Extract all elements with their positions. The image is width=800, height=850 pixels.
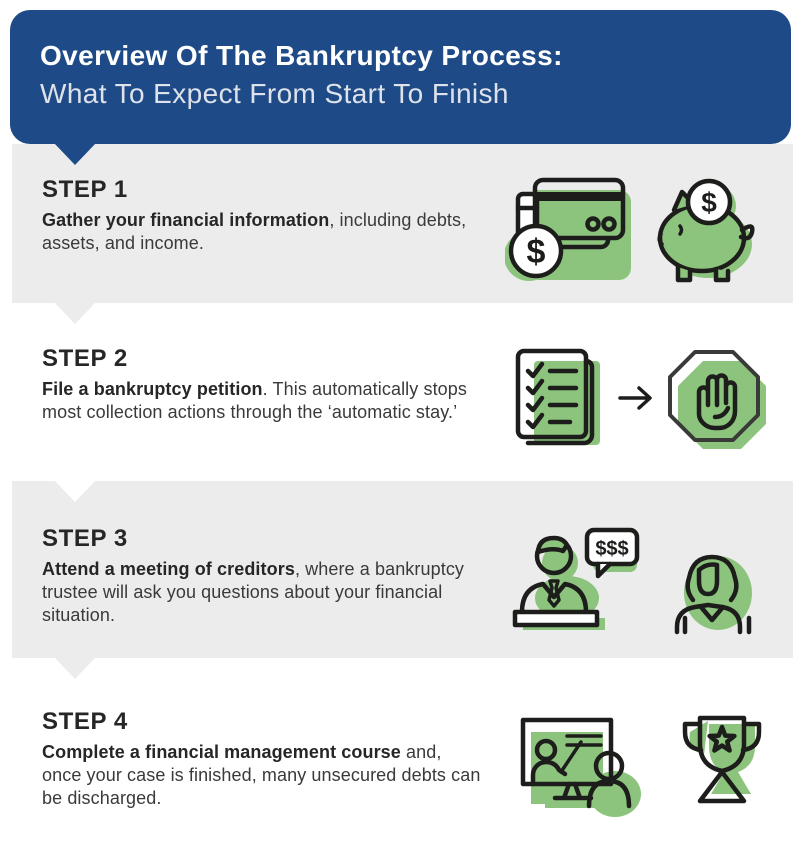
- trophy-icon: [682, 715, 762, 804]
- piggy-bank-icon: $: [657, 178, 755, 283]
- money-speech-text: $$$: [595, 538, 628, 560]
- trustee-person-icon: [674, 554, 752, 635]
- stop-hand-icon: [668, 350, 766, 449]
- arrow-right-icon: [618, 386, 652, 410]
- step-2-text-block: STEP 2 File a bankruptcy petition. This …: [42, 345, 482, 424]
- step-3-section: STEP 3 Attend a meeting of creditors, wh…: [12, 481, 793, 658]
- chevron-down-icon: [54, 302, 96, 324]
- step-3-text-block: STEP 3 Attend a meeting of creditors, wh…: [42, 525, 482, 627]
- financial-course-icon: [520, 717, 641, 817]
- page-subtitle: What To Expect From Start To Finish: [40, 78, 509, 109]
- step-1-description: Gather your financial information, inclu…: [42, 210, 467, 253]
- chevron-down-icon: [54, 480, 96, 502]
- chevron-down-icon: [54, 657, 96, 679]
- header-banner: Overview Of The Bankruptcy Process: What…: [10, 10, 791, 144]
- step-4-text-block: STEP 4 Complete a financial management c…: [42, 708, 482, 810]
- step-2-section: STEP 2 File a bankruptcy petition. This …: [12, 303, 793, 481]
- step-3-description: Attend a meeting of creditors, where a b…: [42, 559, 465, 625]
- step-1-label: STEP 1: [42, 176, 128, 203]
- dollar-sign: $: [701, 187, 717, 218]
- step-2-label: STEP 2: [42, 345, 128, 372]
- step-3-label: STEP 3: [42, 525, 128, 552]
- dollar-sign: $: [527, 233, 546, 271]
- step-1-text-block: STEP 1 Gather your financial information…: [42, 176, 482, 255]
- step-4-section: STEP 4 Complete a financial management c…: [12, 658, 793, 850]
- credit-cards-icon: $: [505, 177, 631, 281]
- trustee-meeting-icon: $$$: [512, 527, 640, 630]
- step-4-description: Complete a financial management course a…: [42, 742, 481, 808]
- chevron-down-icon: [54, 143, 96, 165]
- step-4-label: STEP 4: [42, 708, 128, 735]
- step-2-description: File a bankruptcy petition. This automat…: [42, 379, 467, 422]
- page-title: Overview Of The Bankruptcy Process:: [40, 40, 563, 71]
- checklist-icon: [515, 348, 600, 446]
